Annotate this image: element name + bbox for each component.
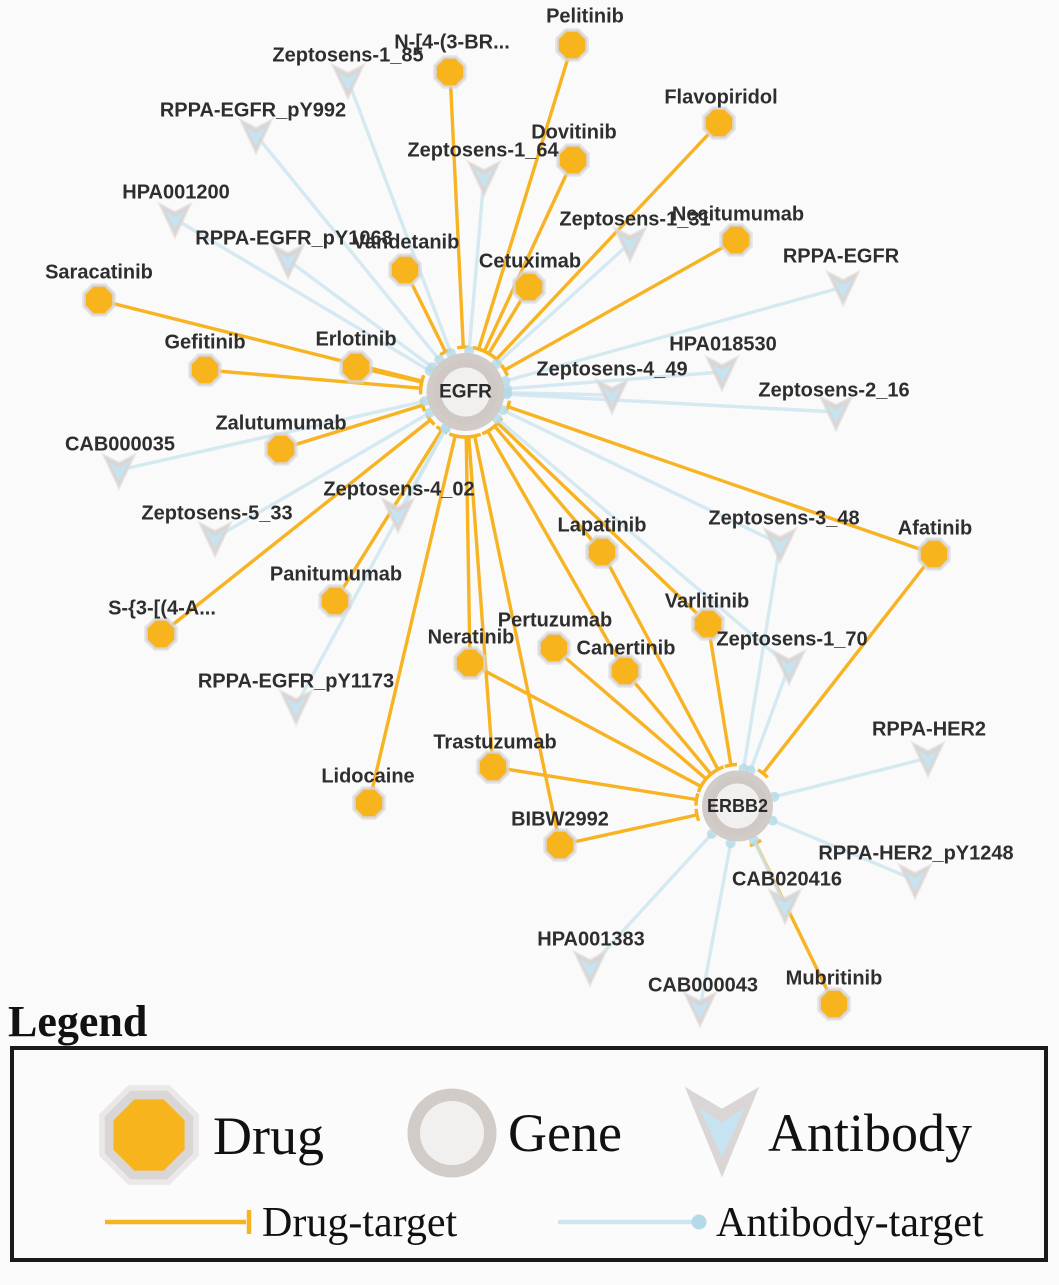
svg-text:Saracatinib: Saracatinib: [45, 262, 153, 284]
svg-text:CAB000043: CAB000043: [648, 975, 758, 997]
svg-text:Flavopiridol: Flavopiridol: [664, 87, 777, 109]
svg-text:RPPA-EGFR_pY992: RPPA-EGFR_pY992: [160, 100, 346, 122]
svg-text:HPA018530: HPA018530: [669, 334, 776, 356]
svg-text:RPPA-EGFR_pY1068: RPPA-EGFR_pY1068: [195, 228, 392, 250]
svg-text:HPA001383: HPA001383: [537, 929, 644, 951]
svg-text:Neratinib: Neratinib: [428, 627, 515, 649]
svg-text:S-{3-[(4-A...: S-{3-[(4-A...: [108, 598, 216, 620]
svg-text:Legend: Legend: [8, 997, 147, 1046]
svg-text:Antibody-target: Antibody-target: [716, 1200, 984, 1246]
svg-text:Mubritinib: Mubritinib: [786, 968, 883, 990]
svg-text:BIBW2992: BIBW2992: [511, 809, 609, 831]
svg-text:Erlotinib: Erlotinib: [315, 329, 396, 351]
svg-text:Zeptosens-1_70: Zeptosens-1_70: [716, 629, 867, 651]
svg-text:EGFR: EGFR: [439, 382, 492, 403]
svg-text:Drug: Drug: [213, 1106, 324, 1166]
svg-text:Cetuximab: Cetuximab: [479, 251, 581, 273]
svg-text:Gene: Gene: [508, 1103, 622, 1163]
svg-text:Zeptosens-1_85: Zeptosens-1_85: [272, 45, 423, 67]
svg-text:Zeptosens-1_31: Zeptosens-1_31: [559, 209, 710, 231]
svg-text:Trastuzumab: Trastuzumab: [433, 732, 556, 754]
svg-text:HPA001200: HPA001200: [122, 182, 229, 204]
svg-text:Zeptosens-5_33: Zeptosens-5_33: [141, 503, 292, 525]
svg-text:Vandetanib: Vandetanib: [353, 232, 460, 254]
svg-text:Afatinib: Afatinib: [898, 518, 972, 540]
svg-text:Gefitinib: Gefitinib: [164, 332, 245, 354]
svg-text:RPPA-EGFR: RPPA-EGFR: [783, 246, 900, 268]
svg-text:Lapatinib: Lapatinib: [558, 515, 647, 537]
svg-text:Necitumumab: Necitumumab: [672, 204, 804, 226]
svg-text:Zeptosens-4_02: Zeptosens-4_02: [323, 479, 474, 501]
svg-text:Zalutumumab: Zalutumumab: [215, 413, 346, 435]
svg-text:Zeptosens-3_48: Zeptosens-3_48: [708, 508, 859, 530]
svg-text:RPPA-EGFR_pY1173: RPPA-EGFR_pY1173: [198, 671, 394, 693]
svg-text:Pelitinib: Pelitinib: [546, 6, 624, 28]
svg-text:RPPA-HER2: RPPA-HER2: [872, 719, 986, 741]
svg-text:Canertinib: Canertinib: [577, 638, 676, 660]
svg-text:N-[4-(3-BR...: N-[4-(3-BR...: [394, 32, 510, 54]
svg-text:Zeptosens-2_16: Zeptosens-2_16: [758, 380, 909, 402]
svg-text:Dovitinib: Dovitinib: [531, 122, 617, 144]
svg-text:Varlitinib: Varlitinib: [665, 591, 749, 613]
svg-text:Pertuzumab: Pertuzumab: [498, 610, 612, 632]
svg-text:Antibody: Antibody: [768, 1103, 972, 1163]
svg-text:CAB000035: CAB000035: [65, 434, 175, 456]
svg-text:Panitumumab: Panitumumab: [270, 564, 402, 586]
svg-text:CAB020416: CAB020416: [732, 869, 842, 891]
svg-text:Lidocaine: Lidocaine: [321, 766, 414, 788]
svg-text:Zeptosens-4_49: Zeptosens-4_49: [536, 359, 687, 381]
svg-text:Drug-target: Drug-target: [262, 1200, 457, 1246]
svg-text:RPPA-HER2_pY1248: RPPA-HER2_pY1248: [818, 843, 1013, 865]
svg-text:Zeptosens-1_64: Zeptosens-1_64: [407, 140, 559, 162]
svg-text:ERBB2: ERBB2: [707, 796, 768, 816]
